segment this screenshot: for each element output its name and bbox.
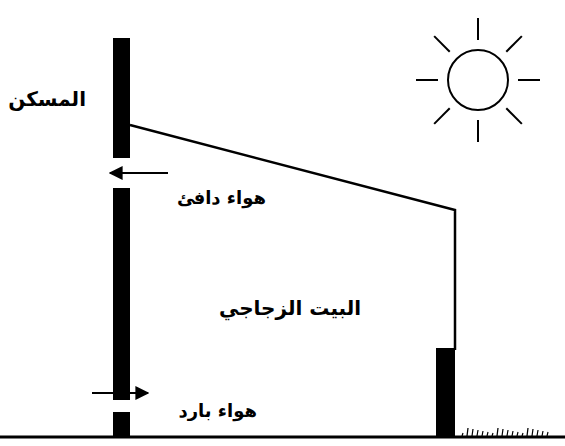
grass-blade bbox=[482, 431, 483, 436]
grass-blade bbox=[492, 433, 493, 436]
dwelling-label: المسكن bbox=[8, 87, 86, 111]
greenhouse-outline bbox=[130, 125, 455, 437]
greenhouse-region: البيت الزجاجي bbox=[130, 125, 455, 437]
grass-blade bbox=[542, 431, 543, 436]
grass-blade bbox=[502, 429, 503, 436]
grass-blade bbox=[532, 429, 533, 436]
region-label: البيت الزجاجي bbox=[219, 296, 361, 320]
sun-ray bbox=[434, 108, 450, 124]
grass-blade bbox=[512, 431, 513, 436]
sun-ray bbox=[416, 79, 438, 81]
sun-ray bbox=[477, 18, 479, 40]
sun-ray bbox=[477, 120, 479, 142]
sun-ray bbox=[434, 36, 450, 52]
ground-line bbox=[0, 436, 565, 439]
dwelling-wall bbox=[113, 38, 130, 158]
grass bbox=[462, 428, 548, 436]
sun-ray bbox=[506, 108, 522, 124]
dwelling-wall bbox=[113, 188, 130, 400]
air-label: هواء دافئ bbox=[177, 187, 266, 209]
grass-blade bbox=[487, 432, 488, 436]
glass-roof-and-wall bbox=[130, 125, 455, 350]
sun-symbol bbox=[416, 18, 540, 142]
dwelling-wall bbox=[113, 412, 130, 437]
sun-ray bbox=[506, 36, 522, 52]
air-label: هواء بارد bbox=[178, 400, 257, 422]
grass-blade bbox=[477, 430, 478, 436]
grass-blade bbox=[472, 429, 473, 436]
cold-air-arrow bbox=[92, 392, 148, 394]
grass-blade bbox=[547, 432, 548, 436]
grass-blade bbox=[527, 428, 528, 436]
grass-blade bbox=[467, 428, 468, 436]
grass-blade bbox=[497, 428, 498, 436]
grass-blade bbox=[522, 433, 523, 436]
sun-ray bbox=[518, 79, 540, 81]
grass-blade bbox=[462, 433, 463, 436]
grass-blade bbox=[507, 430, 508, 436]
grass-blade bbox=[517, 432, 518, 436]
grass-blade bbox=[537, 430, 538, 436]
greenhouse-base-wall bbox=[436, 348, 455, 437]
warm-air-arrow bbox=[110, 172, 168, 174]
